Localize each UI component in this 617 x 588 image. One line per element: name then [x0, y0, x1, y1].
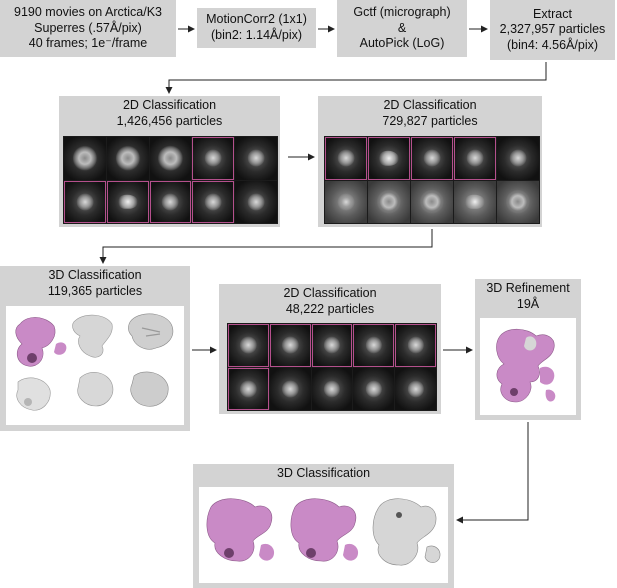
class2d-3-title: 2D Classification: [283, 286, 377, 300]
class-average: [411, 180, 453, 223]
movies-line-3: 40 frames; 1e⁻/frame: [28, 36, 148, 51]
motioncorr-line-1: MotionCorr2 (1x1): [206, 12, 307, 27]
class-average: [64, 137, 106, 180]
class-average: [497, 137, 539, 180]
refine3d-subtitle: 19Å: [516, 296, 540, 311]
motioncorr-box: MotionCorr2 (1x1) (bin2: 1.14Å/pix): [197, 8, 316, 48]
class2d-2-title: 2D Classification: [383, 98, 477, 112]
class-average: [353, 367, 395, 410]
extract-box: Extract 2,327,957 particles (bin4: 4.56Å…: [490, 0, 615, 60]
movies-line-2: Superres (.57Å/pix): [34, 20, 142, 35]
class-average-selected: [192, 180, 235, 223]
volume-pink: [15, 317, 67, 367]
class-average-selected: [106, 180, 149, 223]
class3d-2-volumes: [206, 498, 441, 566]
volume-gray: [72, 314, 113, 358]
class-average: [497, 180, 539, 223]
class-average: [106, 137, 149, 180]
class-average: [235, 137, 277, 180]
class-average-selected: [228, 367, 269, 410]
class2d-3-grid: [227, 323, 437, 411]
class-average-selected: [368, 137, 410, 180]
class-average: [235, 180, 277, 223]
class3d-2-title: 3D Classification: [276, 466, 371, 480]
class3d-1-subtitle: 119,365 particles: [47, 283, 143, 298]
class-average: [149, 137, 192, 180]
refine3d-volume: [496, 328, 556, 403]
class-average-selected: [454, 137, 496, 180]
volume-pink: [496, 328, 556, 403]
class2d-2-grid: [324, 136, 540, 224]
class-average-selected: [325, 137, 367, 180]
volume-pink: [206, 498, 275, 562]
arrow-extract-to-class2d-1: [165, 62, 547, 94]
gctf-line-1: Gctf (micrograph): [353, 5, 451, 20]
arrow-refine3d-to-class3d-2: [456, 422, 529, 524]
volume-gray: [128, 313, 174, 350]
class-average: [325, 180, 367, 223]
movies-line-1: 9190 movies on Arctica/K3: [14, 5, 162, 20]
class3d-1-title: 3D Classification: [48, 268, 142, 282]
gctf-line-2: &: [397, 20, 407, 35]
extract-line-1: Extract: [533, 6, 572, 21]
class2d-1-title: 2D Classification: [122, 98, 217, 112]
class2d-2-subtitle: 729,827 particles: [382, 113, 478, 128]
class-average: [269, 367, 311, 410]
class-average-selected: [353, 324, 395, 367]
class-average: [454, 180, 496, 223]
volume-gray: [130, 371, 169, 407]
refine3d-title: 3D Refinement: [486, 281, 570, 295]
class-average-selected: [269, 324, 311, 367]
class-average-selected: [64, 180, 106, 223]
class-average-selected: [149, 180, 192, 223]
extract-line-3: (bin4: 4.56Å/pix): [506, 37, 599, 52]
volume-gray: [77, 372, 114, 407]
class-average: [368, 180, 410, 223]
volume-gray: [372, 498, 441, 566]
arrow-class2d-2-to-class3d-1: [99, 229, 433, 264]
volume-pink: [290, 498, 359, 562]
motioncorr-line-2: (bin2: 1.14Å/pix): [210, 28, 303, 42]
gctf-box: Gctf (micrograph) & AutoPick (LoG): [337, 0, 467, 57]
movies-box: 9190 movies on Arctica/K3 Superres (.57Å…: [0, 0, 176, 57]
class-average: [311, 367, 353, 410]
gctf-line-3: AutoPick (LoG): [359, 36, 445, 51]
class2d-1-subtitle: 1,426,456 particles: [116, 113, 223, 128]
class-average-selected: [411, 137, 453, 180]
class-average-selected: [395, 324, 436, 367]
class3d-2-panel: [199, 487, 448, 583]
class3d-1-panel: [6, 306, 184, 425]
class2d-3-subtitle: 48,222 particles: [285, 301, 375, 316]
class-average-selected: [192, 137, 235, 180]
class3d-1-volumes: [15, 313, 174, 411]
volume-gray: [16, 377, 51, 411]
class-average-selected: [311, 324, 353, 367]
class-average: [395, 367, 436, 410]
class2d-1-grid: [63, 136, 278, 224]
extract-line-2: 2,327,957 particles: [499, 22, 606, 37]
refine3d-panel: [480, 318, 576, 415]
class-average-selected: [228, 324, 269, 367]
